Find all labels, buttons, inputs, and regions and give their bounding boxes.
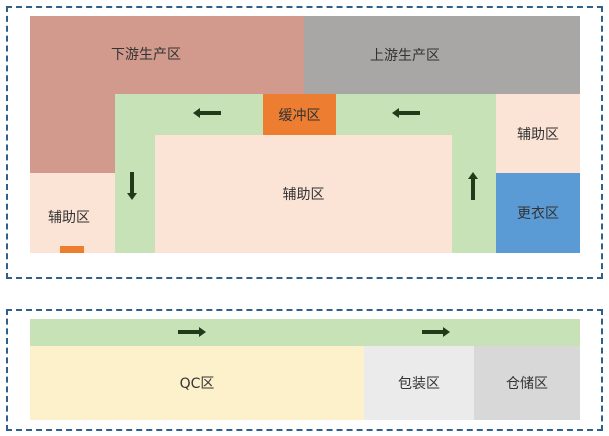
buffer-zone[interactable]: 缓冲区 (263, 94, 336, 135)
changing-room-zone[interactable]: 更衣区 (496, 173, 580, 253)
auxiliary-zone-left[interactable] (30, 173, 115, 253)
auxiliary-zone-center[interactable]: 辅助区 (155, 135, 452, 253)
auxiliary-center-label: 辅助区 (282, 187, 325, 203)
upstream-production-label: 上游生产区 (370, 48, 440, 64)
auxiliary-left-label: 辅助区 (48, 210, 90, 226)
arrow-up-icon (468, 172, 478, 200)
qc-zone[interactable]: QC区 (30, 346, 364, 420)
upstream-production-zone[interactable] (304, 16, 580, 94)
packing-zone-label: 包装区 (398, 376, 440, 392)
buffer-zone-label: 缓冲区 (278, 107, 321, 124)
packing-zone[interactable]: 包装区 (364, 346, 474, 420)
top-section-frame (6, 6, 603, 279)
downstream-production-label: 下游生产区 (111, 47, 181, 63)
auxiliary-zone-right[interactable]: 辅助区 (496, 94, 580, 173)
corridor-bottom (30, 319, 580, 346)
qc-zone-label: QC区 (179, 376, 215, 392)
arrow-right-icon (422, 327, 450, 337)
small-orange-marker (60, 246, 84, 253)
arrow-left-icon (392, 108, 420, 118)
auxiliary-right-label: 辅助区 (517, 126, 559, 143)
storage-zone[interactable]: 仓储区 (474, 346, 580, 420)
arrow-left-icon (193, 108, 221, 118)
corridor-top-left (115, 94, 263, 135)
bottom-section-frame (6, 309, 603, 431)
arrow-right-icon (178, 327, 206, 337)
storage-zone-label: 仓储区 (506, 376, 548, 392)
arrow-down-icon (127, 172, 137, 200)
changing-room-label: 更衣区 (517, 206, 559, 222)
